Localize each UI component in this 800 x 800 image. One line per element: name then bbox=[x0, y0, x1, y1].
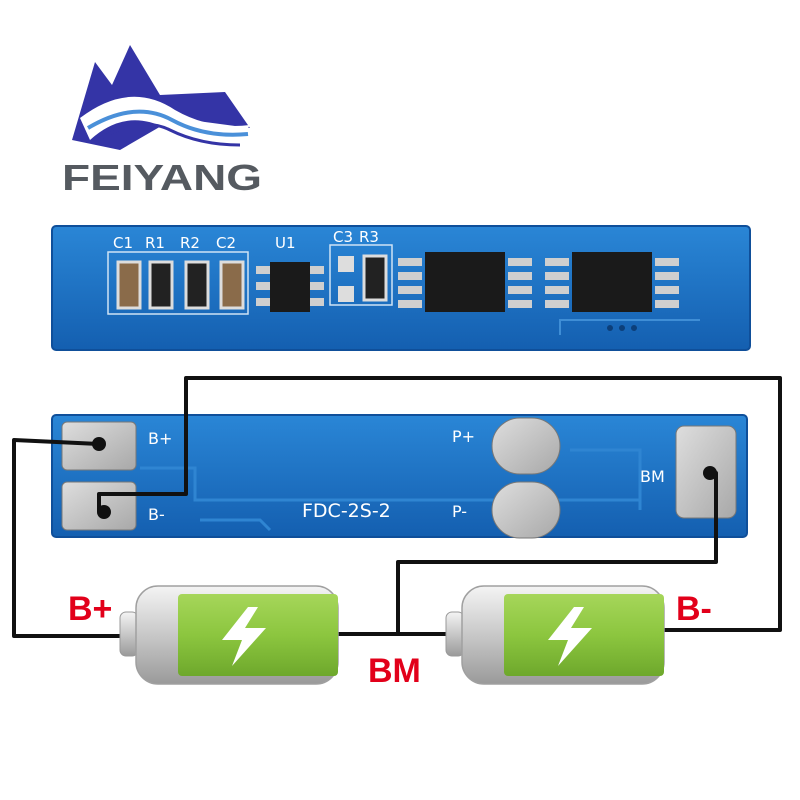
pad-p-plus bbox=[491, 417, 561, 475]
terminal-dot-b-minus bbox=[97, 505, 111, 519]
label-u1: U1 bbox=[275, 234, 296, 252]
terminal-dot-b-plus bbox=[92, 437, 106, 451]
wire-label-bm: BM bbox=[368, 652, 421, 690]
pad-label-p-plus: P+ bbox=[452, 427, 475, 446]
pad-label-b-minus: B- bbox=[148, 505, 165, 524]
mosfet-2 bbox=[545, 252, 679, 312]
feiyang-logo: FEIYANG bbox=[62, 45, 262, 198]
pcb-board-bottom: B+ B- P+ P- BM FDC-2S-2 bbox=[51, 414, 748, 539]
pcb-board-top: C1 R1 R2 C2 U1 C3 R3 bbox=[51, 225, 751, 351]
chip-u1 bbox=[256, 262, 324, 312]
wire-b-plus bbox=[12, 438, 138, 638]
wire-label-b-minus: B- bbox=[676, 590, 712, 628]
label-c2: C2 bbox=[216, 234, 236, 252]
terminal-dot-bm bbox=[703, 466, 717, 480]
pad-label-p-minus: P- bbox=[452, 502, 467, 521]
wire-label-b-plus: B+ bbox=[68, 590, 112, 628]
label-r2: R2 bbox=[180, 234, 200, 252]
battery-2 bbox=[445, 585, 665, 685]
pad-label-b-plus: B+ bbox=[148, 429, 172, 448]
pad-p-minus bbox=[491, 481, 561, 539]
battery-1 bbox=[119, 585, 339, 685]
lightning-icon bbox=[548, 607, 592, 666]
pad-label-bm: BM bbox=[640, 467, 665, 486]
component-labels: C1 R1 R2 C2 U1 C3 R3 bbox=[113, 228, 379, 252]
label-c1: C1 bbox=[113, 234, 133, 252]
board-model-label: FDC-2S-2 bbox=[302, 500, 391, 522]
mosfet-1 bbox=[398, 252, 532, 312]
smd-components bbox=[116, 254, 388, 310]
lightning-icon bbox=[222, 607, 266, 666]
brand-name: FEIYANG bbox=[62, 157, 262, 198]
wire-b-minus bbox=[97, 376, 782, 632]
label-r1: R1 bbox=[145, 234, 165, 252]
label-r3: R3 bbox=[359, 228, 379, 246]
label-c3: C3 bbox=[333, 228, 353, 246]
